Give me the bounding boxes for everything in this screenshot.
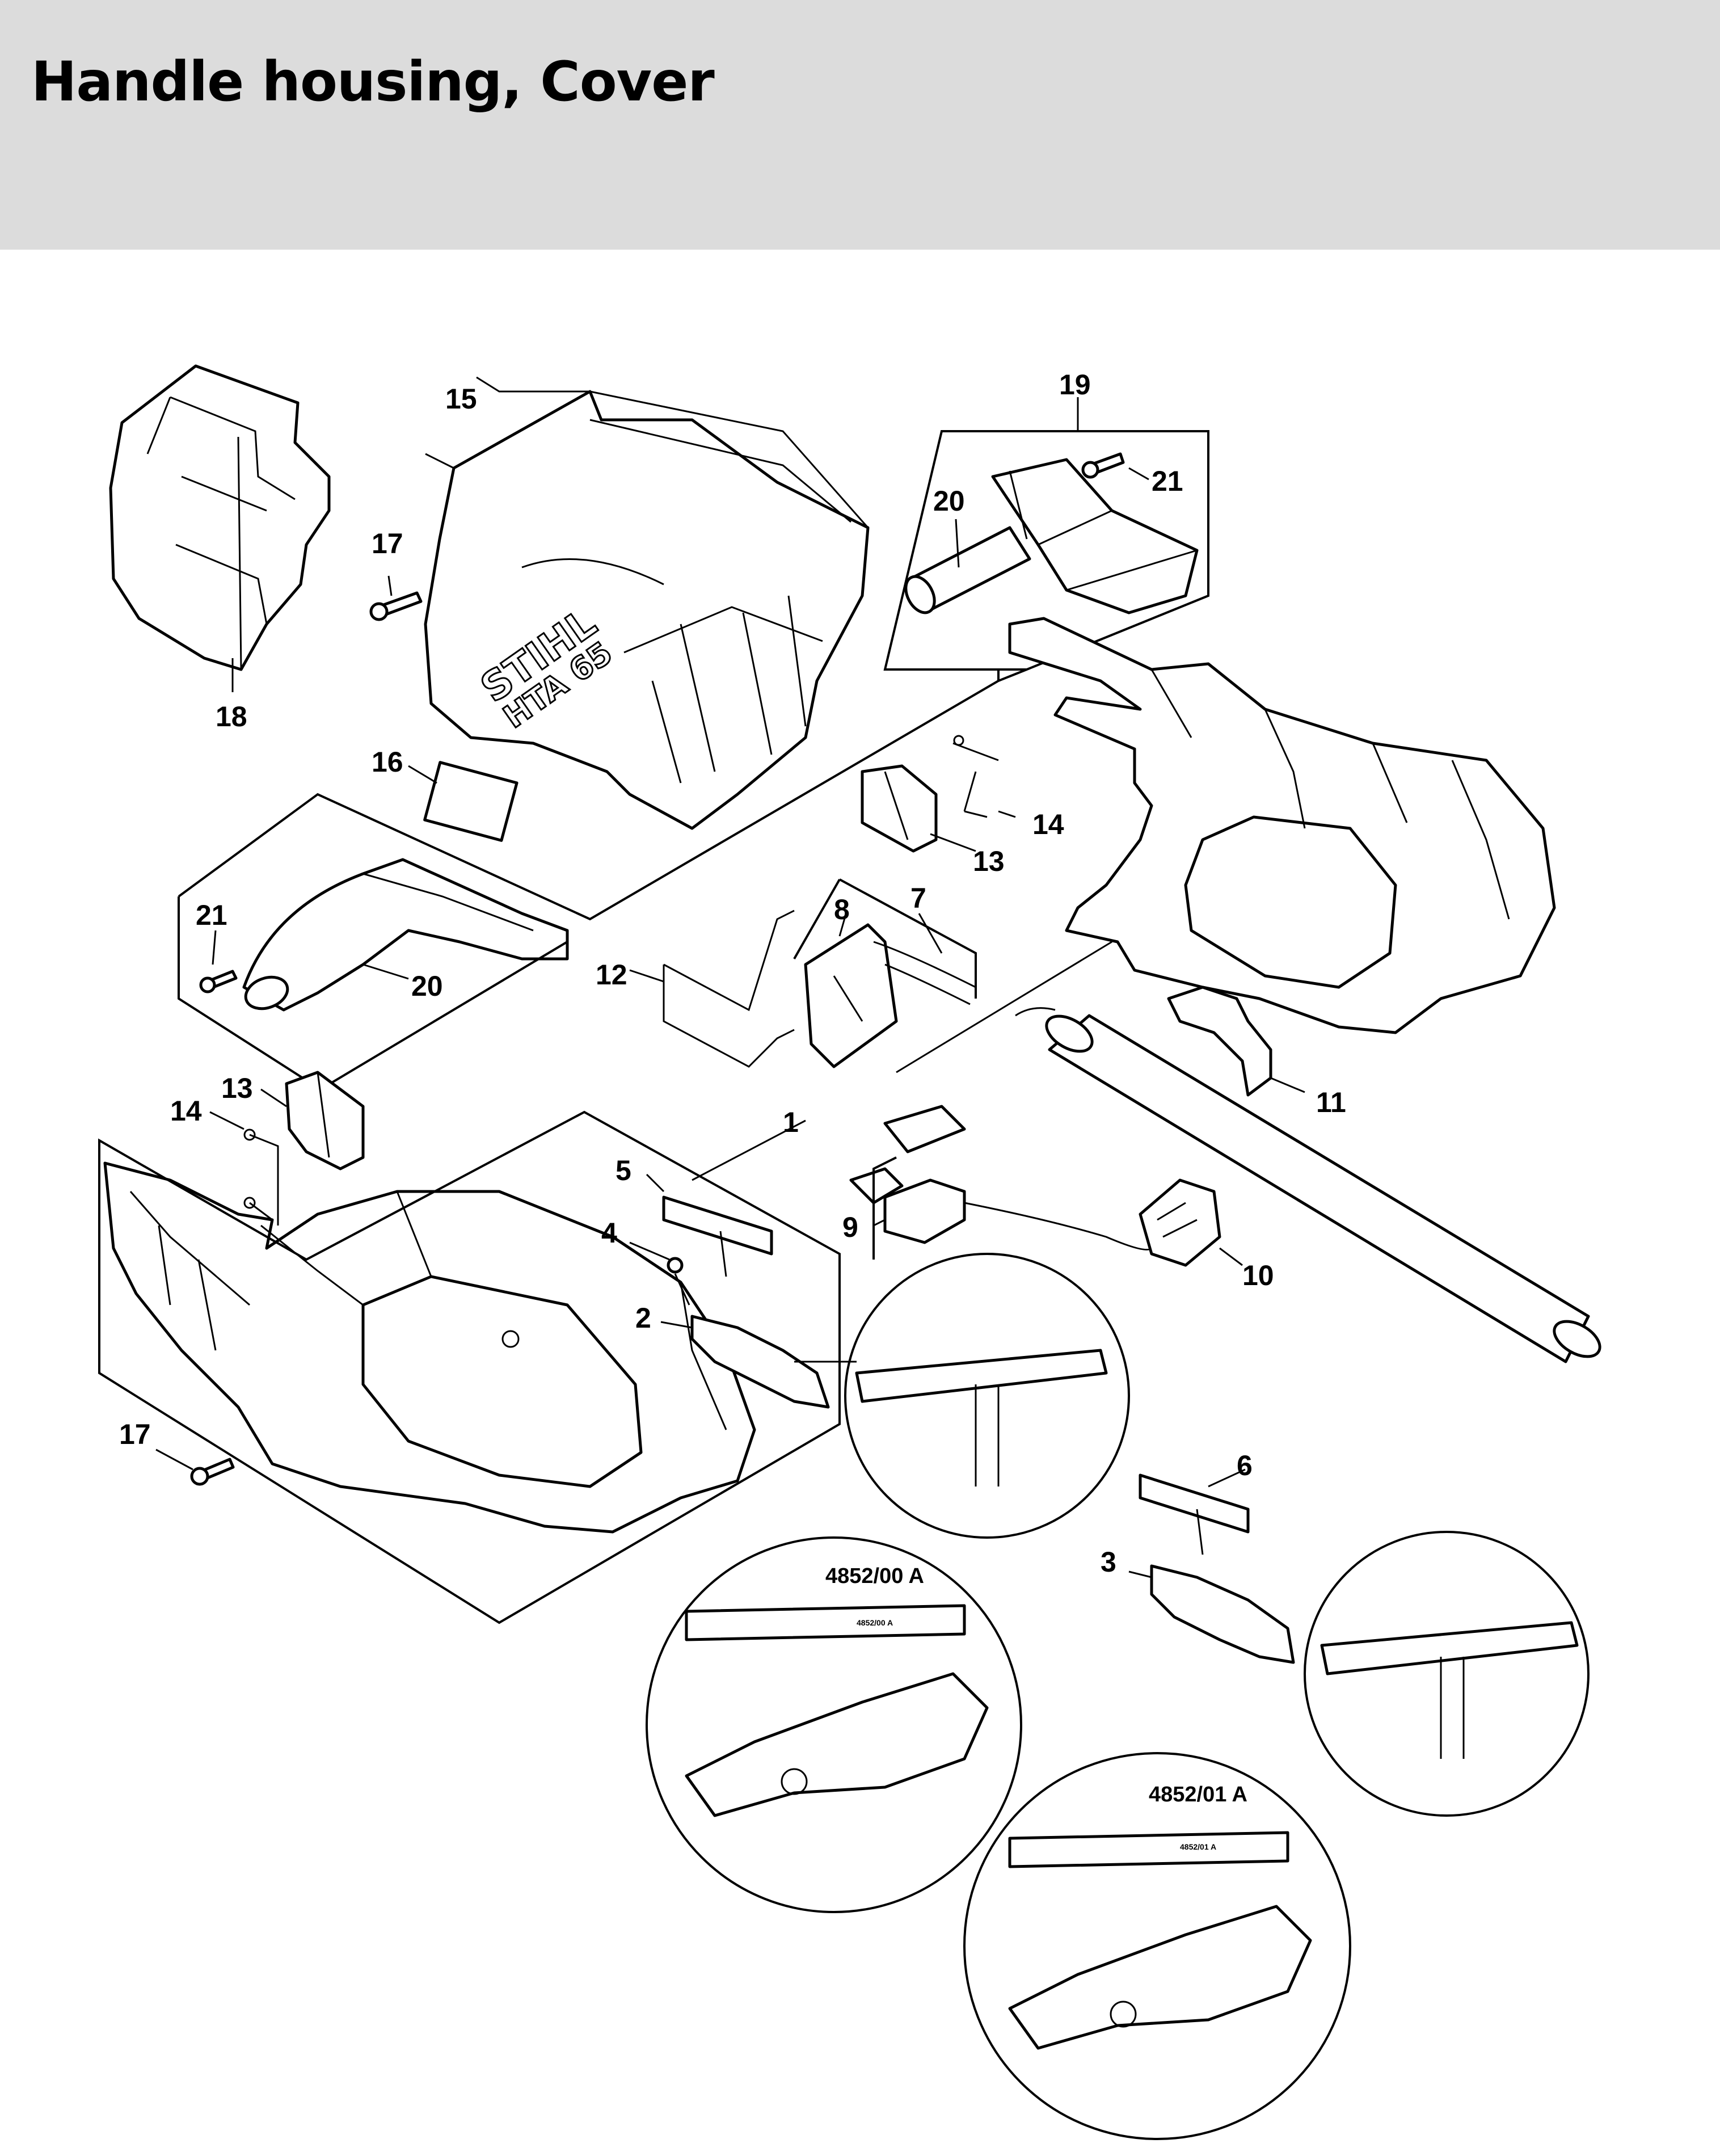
- callout-21-upper: 21: [1152, 465, 1183, 497]
- callout-15: 15: [445, 383, 477, 415]
- callout-20-lower: 20: [411, 970, 443, 1002]
- exploded-parts-diagram: STIHL HTA 65: [98, 364, 1601, 2140]
- part-1-handle-housing-lower: [103, 1161, 756, 1534]
- detail-code-1-stamp: 4852/00 A: [857, 1618, 893, 1627]
- callout-5: 5: [616, 1155, 631, 1186]
- detail-circle-3: [963, 1752, 1351, 2140]
- callout-14-upper: 14: [1032, 809, 1064, 840]
- group-1-lower-frame: [98, 1110, 841, 1624]
- callout-10: 10: [1242, 1260, 1274, 1291]
- detail-circle-6: [1304, 1531, 1590, 1817]
- part-20-loop-handle: [242, 858, 569, 1012]
- part-17-screw-lower: [190, 1458, 235, 1486]
- callout-1: 1: [783, 1106, 799, 1138]
- callout-6: 6: [1237, 1450, 1253, 1481]
- callout-12: 12: [596, 959, 627, 991]
- part-18-battery-cover: [109, 364, 331, 671]
- part-19-holder: [904, 452, 1199, 614]
- part-13-lever-lower: [285, 1071, 365, 1170]
- part-10-switch: [1139, 1178, 1221, 1267]
- part-17-screw-upper: [369, 591, 423, 621]
- callout-21-lower: 21: [196, 899, 227, 931]
- group-20-frame: [178, 668, 1027, 1091]
- callout-11: 11: [1316, 1087, 1346, 1118]
- group-9-frame: [872, 1156, 897, 1260]
- tube-shaft: [1015, 1007, 1601, 1363]
- page-header: Handle housing, Cover: [0, 0, 1720, 250]
- part-13-lever-upper: [861, 764, 938, 853]
- page-title: Handle housing, Cover: [31, 50, 715, 113]
- callout-16: 16: [372, 746, 403, 778]
- detail-circle-5: [794, 1253, 1130, 1539]
- group-19-frame: [883, 430, 1209, 671]
- callout-7: 7: [910, 882, 926, 914]
- part-14-spring-coil-upper: [953, 735, 964, 746]
- callout-13-lower: 13: [221, 1072, 253, 1104]
- callout-4: 4: [601, 1217, 617, 1249]
- part-14-spring-upper: [952, 742, 999, 818]
- part-9-connector: [849, 1105, 966, 1244]
- part-8-switch-block: [804, 923, 976, 1068]
- part-14-spring-lower: [249, 1134, 279, 1226]
- callout-17-lower: 17: [119, 1418, 151, 1450]
- part-16-label: [423, 761, 518, 842]
- part-9-10-cable: [964, 1202, 1153, 1250]
- callout-13-upper: 13: [973, 845, 1005, 877]
- part-2-trigger: [690, 1315, 830, 1409]
- callout-19: 19: [1059, 369, 1091, 401]
- part-12-spring: [663, 909, 795, 1068]
- part-14-spring-coil-lower-a: [243, 1128, 256, 1141]
- part-5-slide: [662, 1195, 773, 1277]
- callout-20-upper: 20: [933, 485, 965, 517]
- detail-circle-2: [646, 1536, 1022, 1913]
- detail-code-2-stamp: 4852/01 A: [1180, 1842, 1216, 1851]
- part-14-spring-coil-lower-b: [243, 1197, 256, 1209]
- part-6-slide: [1139, 1473, 1250, 1555]
- callout-18: 18: [216, 701, 247, 732]
- callout-3: 3: [1101, 1546, 1116, 1578]
- part-1-housing-shell-right: [1008, 617, 1556, 1034]
- part-4-spring-small: [667, 1257, 690, 1306]
- callout-9: 9: [842, 1211, 858, 1243]
- callout-14-lower: 14: [170, 1095, 202, 1127]
- callout-8: 8: [834, 894, 850, 925]
- leader-lines: [155, 376, 1305, 1578]
- part-1-line: [896, 941, 1112, 1073]
- part-15-motor-housing: STIHL HTA 65: [424, 390, 870, 830]
- part-21-screw-lower: [199, 970, 238, 993]
- callout-17-upper: 17: [372, 528, 403, 559]
- group-7-frame: [793, 878, 977, 999]
- detail-code-2: 4852/01 A: [1149, 1783, 1247, 1807]
- part-3-trigger: [1150, 1564, 1295, 1664]
- callout-2: 2: [635, 1302, 651, 1334]
- detail-code-1: 4852/00 A: [825, 1564, 924, 1588]
